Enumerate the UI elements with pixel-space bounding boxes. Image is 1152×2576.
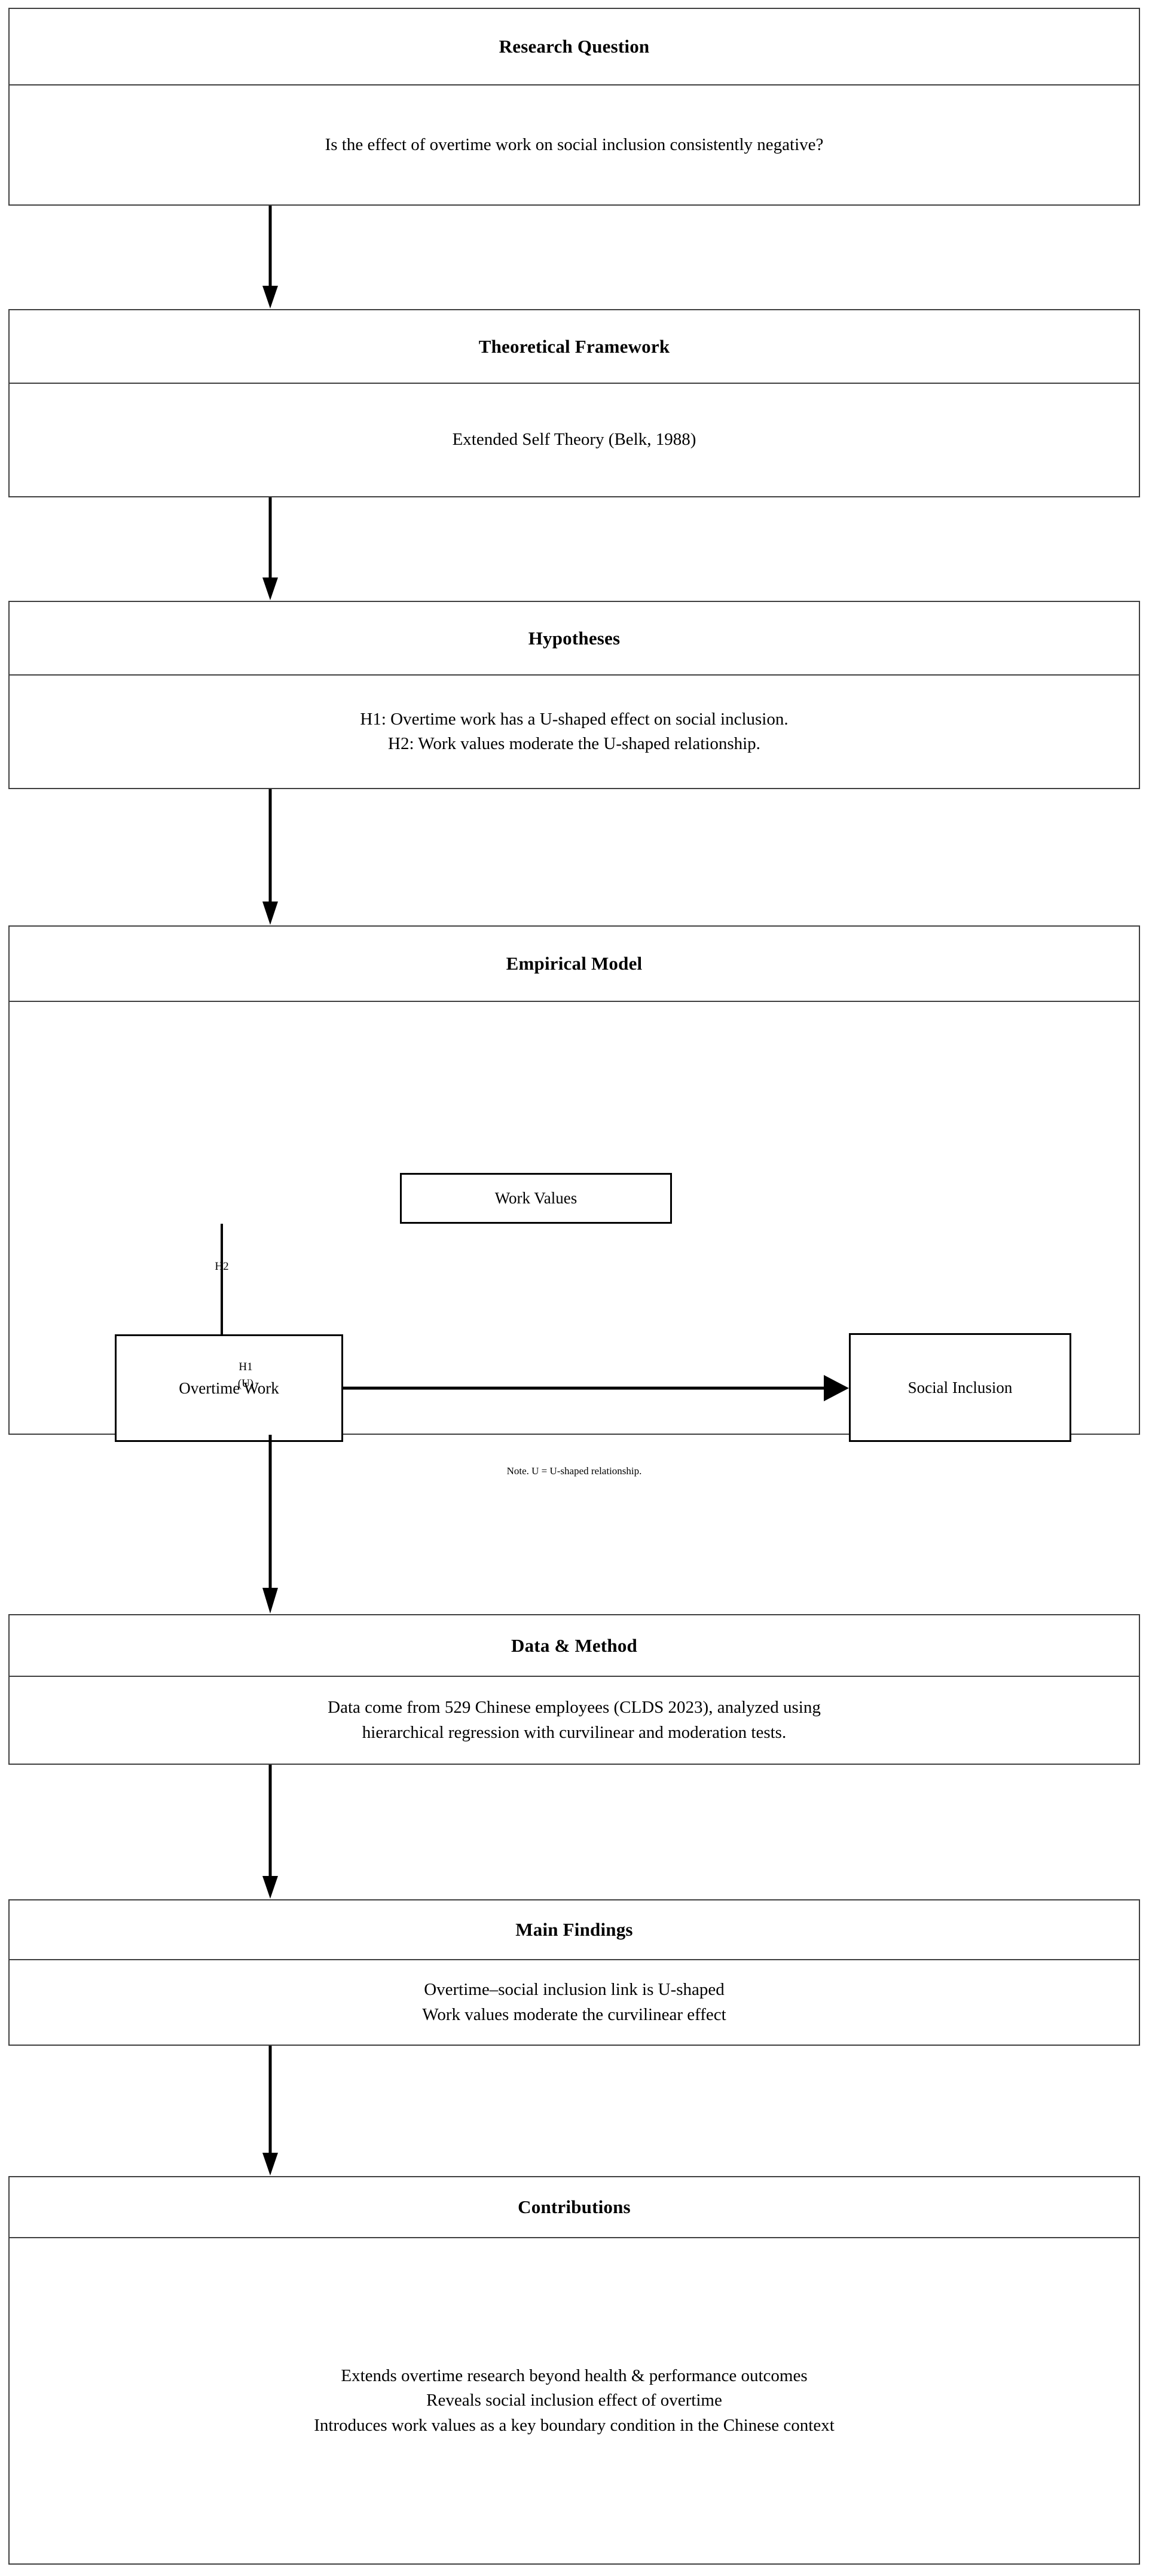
stage-line: Extended Self Theory (Belk, 1988) <box>452 430 696 450</box>
node-label-work-values: Work Values <box>494 1189 577 1207</box>
stage-line: Is the effect of overtime work on social… <box>325 135 824 154</box>
stage-line: hierarchical regression with curvilinear… <box>362 1722 787 1742</box>
stage-theoretical-framework: Theoretical Framework Extended Self Theo… <box>8 309 1140 497</box>
stage-body-main-findings: Overtime–social inclusion link is U-shap… <box>10 1960 1139 2045</box>
connector-arrow-1 <box>262 206 278 308</box>
connector-arrow-5 <box>262 1765 278 1899</box>
stage-line: H1: Overtime work has a U-shaped effect … <box>360 709 789 729</box>
path-label-h1-sublabel: (U) <box>237 1377 254 1390</box>
stage-body-data-method: Data come from 529 Chinese employees (CL… <box>10 1677 1139 1764</box>
model-note: Note. U = U-shaped relationship. <box>506 1465 642 1477</box>
path-label-h2: H2 <box>215 1260 229 1273</box>
stage-main-findings: Main Findings Overtime–social inclusion … <box>8 1899 1140 2046</box>
empirical-model-diagram: Work Values Overtime Work Social Inclusi… <box>10 1002 1139 1477</box>
stage-line: Reveals social inclusion effect of overt… <box>426 2391 722 2410</box>
connector-arrow-2 <box>262 497 278 600</box>
stage-line: Work values moderate the curvilinear eff… <box>422 2004 726 2024</box>
stage-title-main-findings: Main Findings <box>10 1900 1139 1960</box>
stage-hypotheses: Hypotheses H1: Overtime work has a U-sha… <box>8 601 1140 789</box>
stage-data-method: Data & Method Data come from 529 Chinese… <box>8 1614 1140 1765</box>
stage-line: Data come from 529 Chinese employees (CL… <box>328 1698 821 1718</box>
stage-title-contributions: Contributions <box>10 2177 1139 2238</box>
connector-arrow-6 <box>262 2046 278 2175</box>
path-label-h1: H1 <box>239 1361 253 1373</box>
node-overtime-work: Overtime Work <box>115 1334 343 1442</box>
stage-title-hypotheses: Hypotheses <box>10 602 1139 676</box>
connector-arrow-3 <box>262 789 278 925</box>
stage-line: Overtime–social inclusion link is U-shap… <box>424 1980 725 2000</box>
stage-title-research-question: Research Question <box>10 9 1139 85</box>
stage-body-research-question: Is the effect of overtime work on social… <box>10 85 1139 204</box>
stage-empirical-model: Empirical Model Work Values Overtime Wor… <box>8 925 1140 1477</box>
stage-title-data-method: Data & Method <box>10 1615 1139 1677</box>
node-label-overtime-work: Overtime Work <box>179 1379 279 1397</box>
node-social-inclusion: Social Inclusion <box>849 1333 1071 1442</box>
stage-line: Introduces work values as a key boundary… <box>314 2415 835 2435</box>
stage-line: Extends overtime research beyond health … <box>341 2366 808 2386</box>
stage-body-hypotheses: H1: Overtime work has a U-shaped effect … <box>10 676 1139 788</box>
stage-research-question: Research Question Is the effect of overt… <box>8 8 1140 206</box>
stage-body-contributions: Extends overtime research beyond health … <box>10 2238 1139 2563</box>
stage-line: H2: Work values moderate the U-shaped re… <box>388 734 760 753</box>
connector-arrow-4 <box>262 1435 278 1614</box>
stage-title-theoretical-framework: Theoretical Framework <box>10 310 1139 384</box>
stage-title-empirical-model: Empirical Model <box>10 927 1139 1002</box>
node-work-values: Work Values <box>400 1173 672 1224</box>
node-label-social-inclusion: Social Inclusion <box>907 1378 1013 1397</box>
stage-body-theoretical-framework: Extended Self Theory (Belk, 1988) <box>10 384 1139 496</box>
stage-contributions: Contributions Extends overtime research … <box>8 2176 1140 2565</box>
